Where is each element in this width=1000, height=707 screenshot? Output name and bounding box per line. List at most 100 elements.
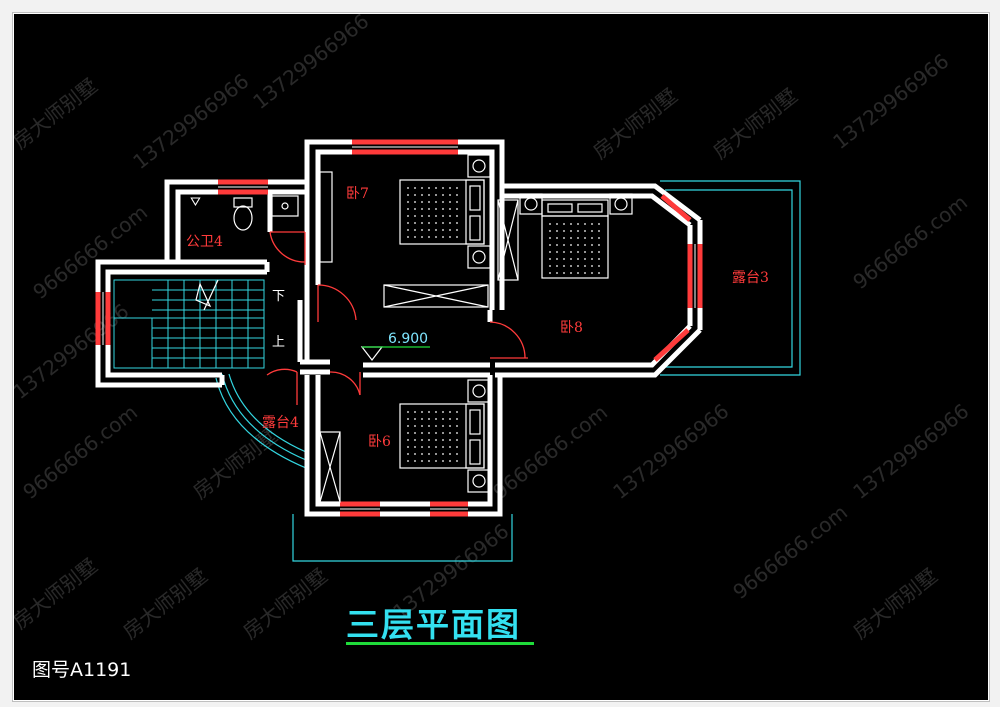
bed-dot [428,425,430,427]
watermark: 13729966966 [8,299,133,404]
bed-dot [407,432,409,434]
bed-dot [421,446,423,448]
bed-dot [449,236,451,238]
bed-dot [435,439,437,441]
bed-dot [414,194,416,196]
bed-dot [428,411,430,413]
bed-dot [584,272,586,274]
bed-dot [598,237,600,239]
watermark: 房大师别墅 [8,73,102,153]
bed-dot [414,201,416,203]
bed-dot [584,223,586,225]
bed-dot [591,258,593,260]
bed-dot [428,418,430,420]
bed-dot [584,258,586,260]
bed-dot [407,460,409,462]
bed-dot [407,229,409,231]
bed-dot [577,272,579,274]
bed-dot [577,223,579,225]
watermark: 房大师别墅 [588,83,682,163]
bed-dot [442,201,444,203]
watermark: 13729966966 [848,399,973,504]
bed-dot [456,229,458,231]
bed-dot [435,418,437,420]
bed-dot [421,439,423,441]
bed-dot [449,425,451,427]
bed-dot [549,251,551,253]
bed-dot [456,411,458,413]
bed-dot [435,187,437,189]
bed-dot [577,230,579,232]
bed-dot [407,236,409,238]
bed-dot [414,222,416,224]
bed-dot [549,230,551,232]
bed-dot [435,215,437,217]
bed-dot [428,446,430,448]
room-label-terrace4: 露台4 [262,415,299,431]
bed-dot-pattern [407,187,600,462]
bed-dot [591,230,593,232]
bed-dot [591,237,593,239]
bed-dot [556,265,558,267]
bed-dot [577,265,579,267]
bed-dot [449,187,451,189]
bed-dot [442,446,444,448]
bed-dot [428,432,430,434]
bed-dot [598,244,600,246]
bed-dot [414,215,416,217]
bed-dot [428,201,430,203]
bed-dot [584,265,586,267]
drawing-title: 三层平面图 [346,605,521,644]
bed-dot [570,251,572,253]
bed-dot [449,208,451,210]
bed-dot [456,453,458,455]
bed-dot [584,237,586,239]
bed-dot [435,201,437,203]
bed-dot [428,215,430,217]
bed-dot [421,425,423,427]
bed-dot [591,272,593,274]
bed-dot [435,411,437,413]
bed-dot [442,208,444,210]
bed-dot [428,187,430,189]
terrace-3-outline [660,180,801,376]
bed-dot [414,446,416,448]
bed-dot [421,194,423,196]
bed-dot [598,223,600,225]
bed-dot [556,244,558,246]
bed-dot [421,453,423,455]
bed-dot [407,418,409,420]
bed-dot [435,194,437,196]
room-label-bedroom6: 卧6 [368,434,391,450]
terrace-6-outline [292,514,513,562]
bed-dot [428,439,430,441]
elevation-marker: 6.900 [360,331,430,361]
bed-dot [456,425,458,427]
bed-dot [407,453,409,455]
staircase [113,279,265,369]
watermark: 房大师别墅 [238,563,332,643]
elevation-label: 6.900 [388,331,428,347]
watermark: 9666666.com [848,190,972,294]
bed-dot [549,244,551,246]
bed-dot [563,230,565,232]
shower-icon: ⛛ [190,195,201,210]
room-label-terrace3: 露台3 [732,270,769,286]
bed-dot [435,453,437,455]
bed-dot [414,418,416,420]
bed-dot [442,187,444,189]
bed-dot [428,453,430,455]
bed-dot [449,222,451,224]
bed-dot [435,460,437,462]
bed-dot [570,244,572,246]
bed-dot [442,425,444,427]
bed-dot [584,230,586,232]
bed-dot [449,229,451,231]
bed-dot [456,222,458,224]
bed-dot [421,229,423,231]
bed-dot [442,411,444,413]
bed-dot [591,251,593,253]
bed-dot [435,446,437,448]
bed-dot [414,439,416,441]
bedroom6-furniture [319,379,491,503]
